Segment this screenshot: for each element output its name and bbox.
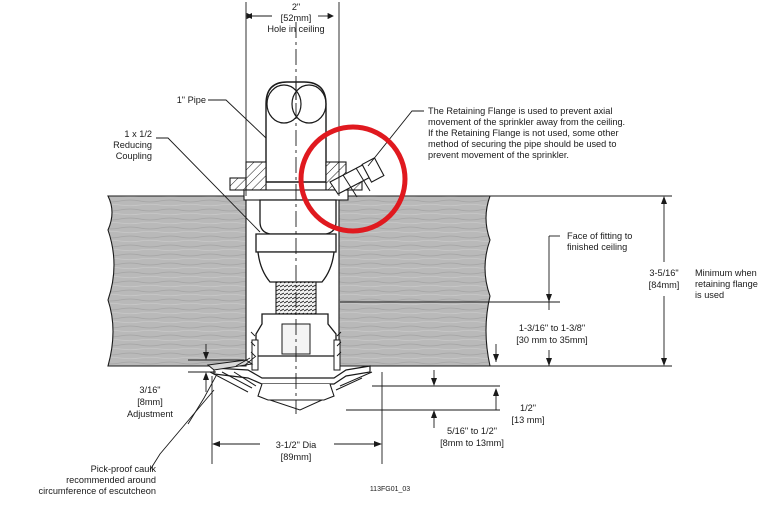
hole-dimension bbox=[245, 2, 340, 196]
svg-text:The Retaining Flange is used t: The Retaining Flange is used to prevent … bbox=[428, 106, 612, 116]
dia-label: 3-1/2" Dia [89mm] bbox=[276, 440, 317, 462]
svg-text:Pick-proof caulk: Pick-proof caulk bbox=[91, 464, 157, 474]
ceiling-right bbox=[338, 195, 491, 367]
half-inch-dimension bbox=[346, 344, 500, 411]
svg-text:Hole in ceiling: Hole in ceiling bbox=[267, 24, 324, 34]
svg-text:1" Pipe: 1" Pipe bbox=[177, 95, 206, 105]
svg-text:Coupling: Coupling bbox=[116, 151, 152, 161]
gap-label: 5/16" to 1/2" [8mm to 13mm] bbox=[440, 426, 504, 448]
svg-text:1-3/16" to 1-3/8": 1-3/16" to 1-3/8" bbox=[519, 323, 585, 333]
figure-code: 113FG01_03 bbox=[370, 486, 410, 493]
svg-text:3-1/2" Dia: 3-1/2" Dia bbox=[276, 440, 317, 450]
svg-text:Minimum when: Minimum when bbox=[695, 268, 757, 278]
svg-text:[8mm]: [8mm] bbox=[137, 397, 163, 407]
svg-text:circumference of escutcheon: circumference of escutcheon bbox=[39, 486, 156, 496]
svg-text:3-5/16": 3-5/16" bbox=[649, 268, 678, 278]
svg-text:retaining flange: retaining flange bbox=[695, 279, 758, 289]
ceiling-left bbox=[107, 195, 247, 367]
svg-text:Face of fitting to: Face of fitting to bbox=[567, 231, 632, 241]
gap-dimension bbox=[431, 370, 437, 428]
depth-dimension bbox=[490, 195, 672, 367]
svg-text:prevent movement of the sprink: prevent movement of the sprinkler. bbox=[428, 150, 569, 160]
svg-text:[13 mm]: [13 mm] bbox=[511, 415, 544, 425]
svg-text:2": 2" bbox=[292, 2, 300, 12]
pipe-label: 1" Pipe bbox=[177, 95, 206, 105]
depth-label: 3-5/16" [84mm] bbox=[649, 268, 680, 290]
adjust-label: 3/16" [8mm] Adjustment bbox=[127, 385, 173, 419]
caulk-label: Pick-proof caulk recommended around circ… bbox=[39, 464, 157, 496]
svg-text:finished ceiling: finished ceiling bbox=[567, 242, 627, 252]
range-label: 1-3/16" to 1-3/8" [30 mm to 35mm] bbox=[516, 323, 587, 345]
escutcheon bbox=[206, 355, 373, 411]
svg-text:1/2": 1/2" bbox=[520, 403, 536, 413]
svg-text:recommended around: recommended around bbox=[66, 475, 156, 485]
leader-lines bbox=[149, 99, 424, 471]
svg-text:3/16": 3/16" bbox=[139, 385, 160, 395]
adjustment-dimension bbox=[188, 344, 244, 392]
svg-text:Reducing: Reducing bbox=[113, 140, 152, 150]
half-label: 1/2" [13 mm] bbox=[511, 403, 544, 425]
svg-text:[84mm]: [84mm] bbox=[649, 280, 680, 290]
svg-text:1 x 1/2: 1 x 1/2 bbox=[124, 129, 152, 139]
svg-text:method of securing the pipe sh: method of securing the pipe should be us… bbox=[428, 139, 616, 149]
flange-note: The Retaining Flange is used to prevent … bbox=[428, 106, 625, 160]
highlight-circle bbox=[298, 124, 408, 234]
escutcheon-diameter bbox=[211, 372, 383, 464]
svg-text:[8mm to 13mm]: [8mm to 13mm] bbox=[440, 438, 504, 448]
reducing-coupling bbox=[255, 199, 337, 283]
svg-text:[30 mm to 35mm]: [30 mm to 35mm] bbox=[516, 335, 587, 345]
svg-text:Adjustment: Adjustment bbox=[127, 409, 173, 419]
hole-label: 2" [52mm] Hole in ceiling bbox=[267, 2, 324, 34]
svg-text:[52mm]: [52mm] bbox=[281, 13, 312, 23]
svg-text:movement of the sprinkler away: movement of the sprinkler away from the … bbox=[428, 117, 625, 127]
svg-text:5/16" to 1/2": 5/16" to 1/2" bbox=[447, 426, 497, 436]
face-label: Face of fitting to finished ceiling bbox=[567, 231, 632, 252]
minimum-label: Minimum when retaining flange is used bbox=[695, 268, 758, 300]
svg-text:is used: is used bbox=[695, 290, 724, 300]
coupling-label: 1 x 1/2 Reducing Coupling bbox=[113, 129, 152, 161]
svg-text:If the Retaining Flange is not: If the Retaining Flange is not used, som… bbox=[428, 128, 619, 138]
svg-text:[89mm]: [89mm] bbox=[281, 452, 312, 462]
set-screw bbox=[329, 157, 385, 198]
face-dimension bbox=[340, 235, 560, 366]
